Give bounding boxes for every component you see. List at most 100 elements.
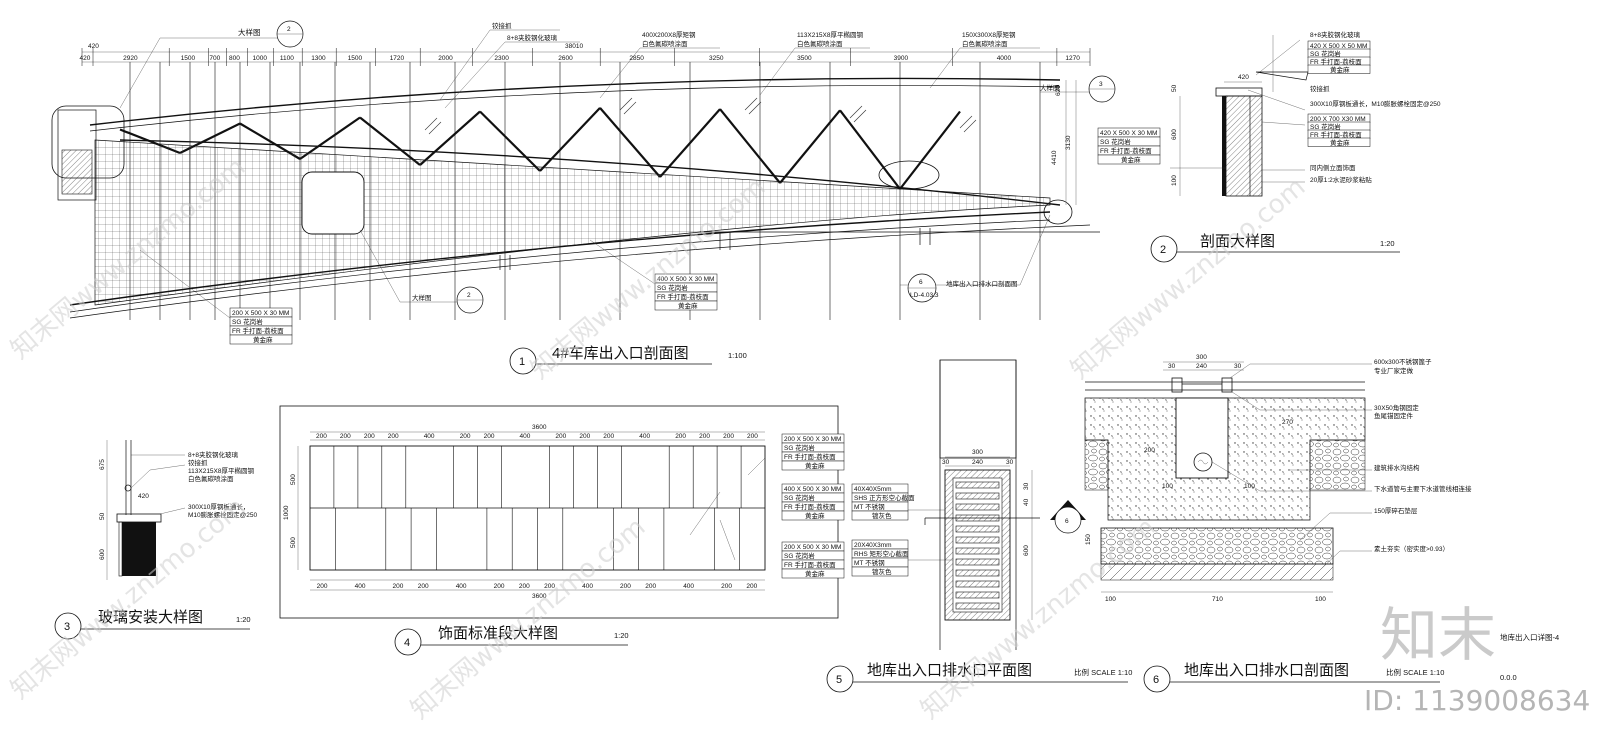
label-detail-right: 大样图 bbox=[1040, 83, 1060, 92]
s4-bottom-1: 400 bbox=[355, 583, 366, 590]
label-hinge: 铰接抓 bbox=[492, 21, 512, 30]
s6-dim-30a: 30 bbox=[1168, 363, 1176, 370]
label-steel2a: 113X215X8厚平椭圆钢 bbox=[797, 30, 863, 39]
label-glass: 8+8夹胶钢化玻璃 bbox=[507, 33, 558, 42]
s2-label-6: 300X10厚钢板通长，M10膨胀螺栓固定@250 bbox=[1310, 99, 1441, 108]
title-2: 剖面大样图 bbox=[1200, 233, 1275, 250]
s4-top-4: 400 bbox=[424, 433, 435, 440]
dim-overall: 38010 bbox=[565, 43, 583, 50]
dim-top-14: 3250 bbox=[709, 55, 724, 62]
spec1c-row-3: 黄金麻 bbox=[1121, 155, 1141, 164]
dim-top-12: 2600 bbox=[558, 55, 573, 62]
drain-ref: LD-4.03.3 bbox=[910, 292, 939, 299]
title-1-scale: 1:100 bbox=[728, 351, 747, 360]
s2-label-3: FR 手打面-荔枝面 bbox=[1310, 57, 1362, 66]
s4-overall-top: 3600 bbox=[532, 424, 547, 431]
section-3-glass: 675 420 50 600 8+8夹胶钢化玻璃铰接抓113X215X8厚平椭圆… bbox=[54, 440, 257, 640]
s4-top-10: 200 bbox=[603, 433, 614, 440]
s3-label-2: 113X215X8厚平椭圆钢 bbox=[188, 466, 254, 475]
title-3-scale: 1:20 bbox=[236, 615, 251, 624]
title-6-num: 6 bbox=[1153, 674, 1159, 686]
spec5b-row-0: 20X40X3mm bbox=[854, 542, 892, 549]
dim-top-0: 420 bbox=[80, 55, 91, 62]
spec5a-row-0: 40X40X5mm bbox=[854, 486, 892, 493]
s4-bottom-12: 200 bbox=[721, 583, 732, 590]
label-steel3b: 白色氟碳喷涂面 bbox=[962, 39, 1008, 48]
s4-bottom-9: 200 bbox=[620, 583, 631, 590]
s6-dim-30b: 30 bbox=[1234, 363, 1242, 370]
s5-dim-240: 240 bbox=[972, 459, 983, 466]
s3-label-4: 300X10厚钢板通长， bbox=[188, 502, 249, 511]
spec1b-row-2: FR 手打面-荔枝面 bbox=[657, 292, 709, 301]
s6-dim-100b: 100 bbox=[1315, 596, 1326, 603]
spec5b-row-2: MT 不锈钢 bbox=[854, 558, 885, 567]
s2-dim-100: 100 bbox=[1171, 175, 1178, 186]
s6-dim-150: 150 bbox=[1085, 534, 1092, 545]
dim-top-4: 800 bbox=[229, 55, 240, 62]
s3-dim-50: 50 bbox=[99, 512, 106, 520]
spec1a-row-2: FR 手打面-荔枝面 bbox=[232, 326, 284, 335]
s5-right-600: 600 bbox=[1023, 545, 1030, 556]
label-steel2b: 白色氟碳喷涂面 bbox=[797, 39, 843, 48]
s4-top-7: 400 bbox=[520, 433, 531, 440]
s6-label-5: 下水道管与主要下水道管线相连接 bbox=[1374, 484, 1472, 493]
page-code: 0.0.0 bbox=[1500, 673, 1517, 682]
dim-top-2: 1500 bbox=[181, 55, 196, 62]
s4-top-0: 200 bbox=[316, 433, 327, 440]
watermark-3: 知末网www.znzmo.com bbox=[1065, 172, 1311, 385]
s2-dim-420: 420 bbox=[1238, 74, 1249, 81]
spec1c-row-2: FR 手打面-荔枝面 bbox=[1100, 146, 1152, 155]
title-1-num: 1 bbox=[519, 356, 525, 368]
s2-label-10: 黄金麻 bbox=[1330, 138, 1350, 147]
s2-label-4: 黄金麻 bbox=[1330, 65, 1350, 74]
s4-left-500a: 500 bbox=[290, 474, 297, 485]
title-6: 地库出入口排水口剖面图 bbox=[1184, 662, 1349, 679]
spec4a-row-2: FR 手打面-荔枝面 bbox=[784, 452, 836, 461]
dim-top-17: 4000 bbox=[997, 55, 1012, 62]
s5-dim-30b: 30 bbox=[1006, 459, 1014, 466]
spec1b-row-1: SG 花岗岩 bbox=[657, 283, 688, 292]
s3-label-0: 8+8夹胶钢化玻璃 bbox=[188, 450, 239, 459]
s4-bottom-4: 400 bbox=[456, 583, 467, 590]
s3-label-1: 铰接抓 bbox=[188, 458, 208, 467]
spec1b-row-0: 400 X 500 X 30 MM bbox=[657, 276, 714, 283]
watermark-brand: 知末 bbox=[1380, 601, 1496, 669]
s6-label-1: 专业厂家定做 bbox=[1374, 366, 1414, 375]
dim-420: 420 bbox=[88, 43, 99, 50]
s5-dim-300: 300 bbox=[972, 449, 983, 456]
s6-label-3: 鱼尾锚固定件 bbox=[1374, 411, 1414, 420]
s4-top-8: 200 bbox=[555, 433, 566, 440]
s6-label-6: 150厚碎石垫层 bbox=[1374, 506, 1418, 515]
dim-top-1: 2920 bbox=[123, 55, 138, 62]
s2-label-9: FR 手打面-荔枝面 bbox=[1310, 130, 1362, 139]
s5-bubble: 6 bbox=[1065, 518, 1069, 525]
section-6-drain-section: 300 30 240 30 100 710 100 270 200 100 10… bbox=[1084, 354, 1559, 693]
s2-label-11: 同内侧立面饰面 bbox=[1310, 163, 1356, 172]
sheet-ref: 地库出入口详图-4 bbox=[1500, 632, 1559, 642]
s5-right-30: 30 bbox=[1023, 482, 1030, 490]
s2-label-0: 8+8夹胶钢化玻璃 bbox=[1310, 30, 1361, 39]
spec1c-row-1: SG 花岗岩 bbox=[1100, 137, 1131, 146]
s2-dim-50: 50 bbox=[1171, 84, 1178, 92]
spec4b-row-3: 黄金麻 bbox=[805, 511, 825, 520]
title-5: 地库出入口排水口平面图 bbox=[867, 662, 1032, 679]
s2-dim-600: 600 bbox=[1171, 129, 1178, 140]
s6-dim-100a: 100 bbox=[1105, 596, 1116, 603]
spec4c-row-3: 黄金麻 bbox=[805, 569, 825, 578]
s5-right-40: 40 bbox=[1023, 498, 1030, 506]
s4-bottom-2: 200 bbox=[393, 583, 404, 590]
dim-v1: 620 bbox=[1055, 85, 1062, 96]
s4-bottom-6: 200 bbox=[519, 583, 530, 590]
s4-left-1000: 1000 bbox=[283, 505, 290, 520]
dim-top-8: 1500 bbox=[348, 55, 363, 62]
s4-top-9: 200 bbox=[579, 433, 590, 440]
s4-bottom-0: 200 bbox=[317, 583, 328, 590]
s6-dim-100-right: 100 bbox=[1244, 483, 1255, 490]
drain-text: 地库出入口排水口剖面图 bbox=[946, 279, 1018, 288]
